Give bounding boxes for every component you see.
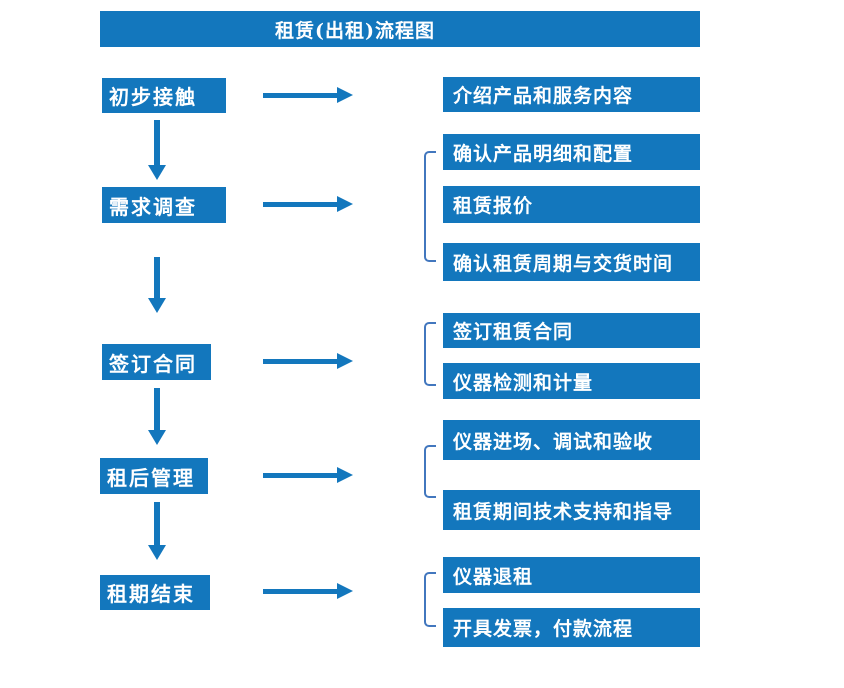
detail-box-confirm-product-config: 确认产品明细和配置	[443, 134, 700, 170]
stage-box-rental-end: 租期结束	[100, 575, 210, 610]
stage-box-post-rental-management: 租后管理	[100, 458, 208, 494]
stage-box-demand-survey: 需求调查	[102, 187, 226, 223]
arrow-down-icon	[148, 502, 166, 560]
detail-box-confirm-period-delivery: 确认租赁周期与交货时间	[443, 243, 700, 281]
detail-box-invoice-payment: 开具发票，付款流程	[443, 608, 700, 647]
stage-box-sign-contract: 签订合同	[102, 344, 211, 380]
diagram-title: 租赁(出租)流程图	[100, 11, 700, 47]
bracket-group-rental-end	[424, 572, 436, 627]
detail-box-tech-support: 租赁期间技术支持和指导	[443, 490, 700, 530]
detail-box-instrument-return: 仪器退租	[443, 557, 700, 593]
stage-box-initial-contact: 初步接触	[102, 78, 226, 113]
arrow-right-icon	[263, 467, 353, 483]
arrow-down-icon	[148, 120, 166, 180]
bracket-group-demand-survey	[424, 151, 436, 262]
bracket-group-sign-contract	[424, 322, 436, 386]
detail-box-instrument-setup: 仪器进场、调试和验收	[443, 420, 700, 460]
arrow-right-icon	[263, 353, 353, 369]
detail-box-sign-rental-contract: 签订租赁合同	[443, 313, 700, 348]
arrow-right-icon	[263, 87, 353, 103]
arrow-down-icon	[148, 388, 166, 445]
bracket-group-post-rental	[424, 445, 436, 498]
arrow-right-icon	[263, 583, 353, 599]
arrow-right-icon	[263, 196, 353, 212]
detail-box-instrument-testing: 仪器检测和计量	[443, 363, 700, 399]
arrow-down-icon	[148, 257, 166, 313]
detail-box-introduce-products: 介绍产品和服务内容	[443, 77, 700, 112]
detail-box-rental-quote: 租赁报价	[443, 186, 700, 223]
